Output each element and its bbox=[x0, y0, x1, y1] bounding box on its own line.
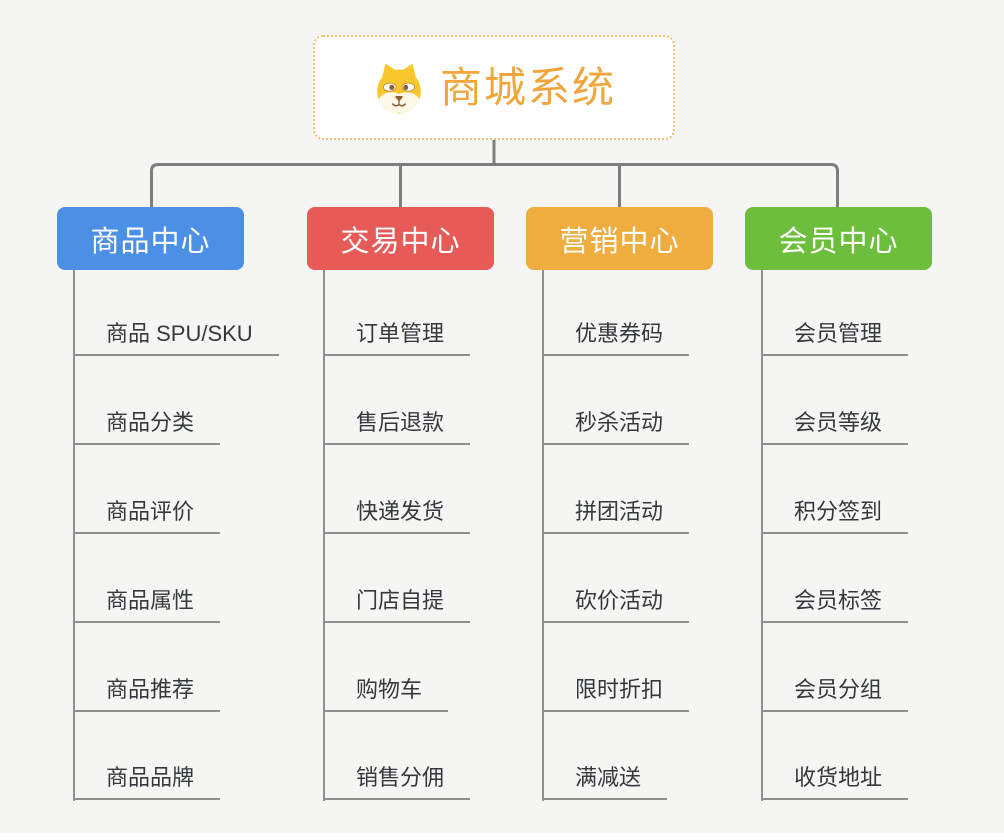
root-node[interactable]: 商城系统 bbox=[313, 35, 675, 140]
leaf-node[interactable]: 商品分类 bbox=[73, 410, 221, 445]
leaf-node[interactable]: 限时折扣 bbox=[542, 677, 690, 712]
branch-trunk-line bbox=[542, 270, 544, 801]
branch-label: 营销中心 bbox=[559, 225, 680, 258]
leaf-node[interactable]: 秒杀活动 bbox=[542, 410, 690, 445]
leaf-node[interactable]: 商品品牌 bbox=[73, 765, 221, 800]
branch-trunk-line bbox=[323, 270, 325, 801]
leaf-node[interactable]: 购物车 bbox=[323, 677, 449, 712]
leaf-node[interactable]: 商品 SPU/SKU bbox=[73, 321, 279, 356]
leaf-node[interactable]: 订单管理 bbox=[323, 321, 471, 356]
branch-node-product-center[interactable]: 商品中心 bbox=[57, 207, 244, 270]
branch-trunk-line bbox=[761, 270, 763, 801]
leaf-node[interactable]: 拼团活动 bbox=[542, 499, 690, 534]
leaf-node[interactable]: 积分签到 bbox=[761, 499, 909, 534]
leaf-node[interactable]: 会员管理 bbox=[761, 321, 909, 356]
leaf-node[interactable]: 收货地址 bbox=[761, 765, 909, 800]
branch-label: 交易中心 bbox=[340, 225, 461, 258]
branch-node-trade-center[interactable]: 交易中心 bbox=[307, 207, 494, 270]
bottom-edge bbox=[0, 833, 1004, 840]
branch-label: 商品中心 bbox=[90, 225, 211, 258]
leaf-node[interactable]: 快递发货 bbox=[323, 499, 471, 534]
root-title: 商城系统 bbox=[439, 63, 616, 111]
leaf-node[interactable]: 销售分佣 bbox=[323, 765, 471, 800]
leaf-node[interactable]: 商品属性 bbox=[73, 588, 221, 623]
leaf-node[interactable]: 会员标签 bbox=[761, 588, 909, 623]
leaf-node[interactable]: 会员等级 bbox=[761, 410, 909, 445]
leaf-node[interactable]: 商品推荐 bbox=[73, 677, 221, 712]
leaf-node[interactable]: 优惠券码 bbox=[542, 321, 690, 356]
branch-label: 会员中心 bbox=[778, 225, 899, 258]
leaf-node[interactable]: 门店自提 bbox=[323, 588, 471, 623]
shiba-dog-icon bbox=[377, 63, 421, 113]
leaf-node[interactable]: 会员分组 bbox=[761, 677, 909, 712]
leaf-node[interactable]: 砍价活动 bbox=[542, 588, 690, 623]
leaf-node[interactable]: 满减送 bbox=[542, 765, 668, 800]
branch-trunk-line bbox=[73, 270, 75, 801]
leaf-node[interactable]: 商品评价 bbox=[73, 499, 221, 534]
branch-node-marketing-center[interactable]: 营销中心 bbox=[526, 207, 713, 270]
branch-node-member-center[interactable]: 会员中心 bbox=[745, 207, 932, 270]
leaf-node[interactable]: 售后退款 bbox=[323, 410, 471, 445]
